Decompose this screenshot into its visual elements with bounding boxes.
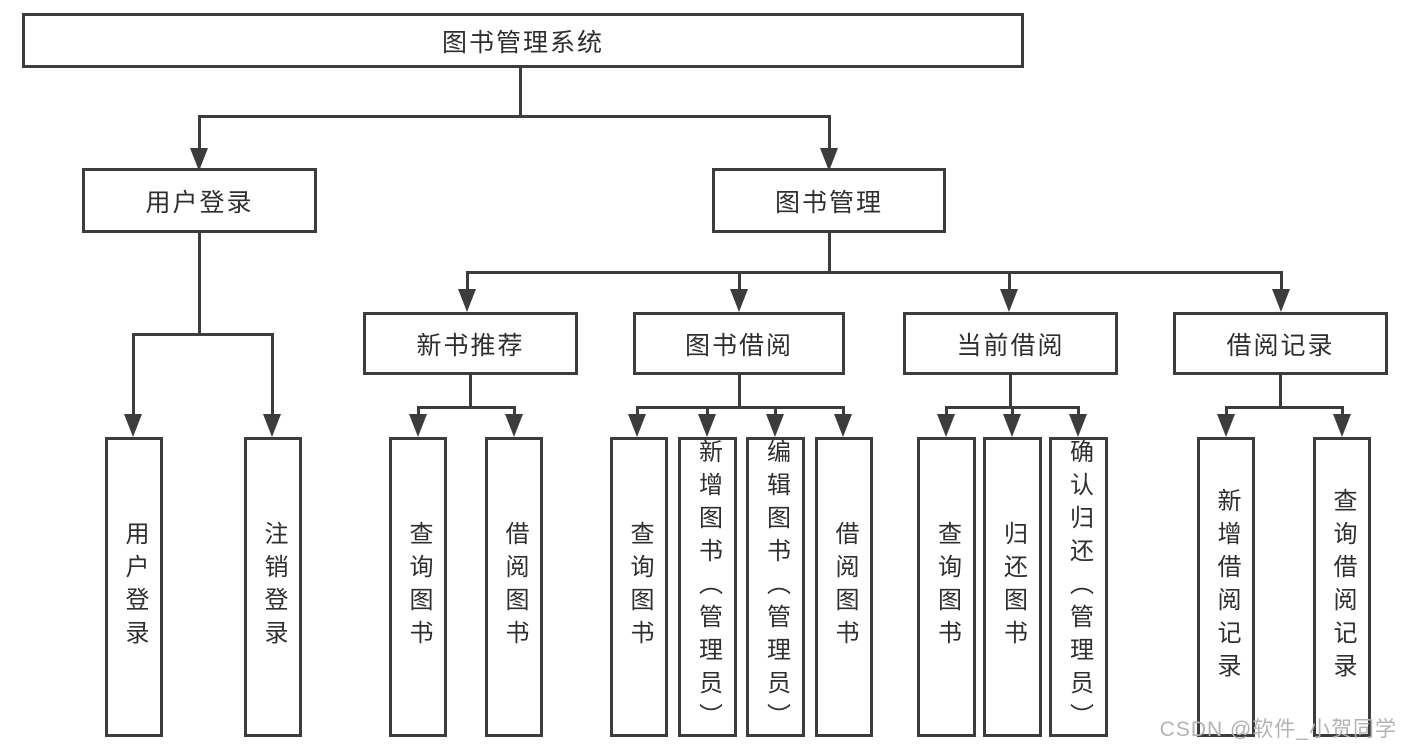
connector-line	[1225, 406, 1228, 416]
connector-line	[636, 406, 845, 409]
node-root: 图书管理系统	[22, 13, 1024, 68]
node-new-book-recommend-label: 新书推荐	[416, 331, 525, 360]
connector-line	[466, 271, 1283, 274]
node-root-label: 图书管理系统	[441, 28, 604, 57]
node-book-management: 图书管理	[712, 168, 946, 233]
arrow-down-icon	[834, 414, 852, 437]
connector-line	[519, 68, 522, 117]
leaf-confirm-return-admin-label: 确认归还（管理员）	[1065, 438, 1093, 736]
arrow-down-icon	[505, 414, 523, 437]
connector-line	[738, 375, 741, 408]
leaf-user-login-label: 用户登录	[121, 521, 148, 653]
leaf-edit-book-admin: 编辑图书（管理员）	[746, 437, 805, 737]
csdn-watermark: CSDN @软件_小贺同学	[1159, 718, 1397, 741]
leaf-logout: 注销登录	[244, 437, 302, 737]
arrow-down-icon	[124, 414, 142, 437]
node-current-borrow-label: 当前借阅	[956, 331, 1065, 360]
node-book-management-label: 图书管理	[774, 188, 883, 217]
node-current-borrow: 当前借阅	[903, 312, 1118, 375]
leaf-logout-label: 注销登录	[260, 521, 287, 653]
connector-line	[513, 406, 516, 416]
leaf-recommend-borrow-book-label: 借阅图书	[501, 521, 528, 653]
connector-line	[271, 333, 274, 416]
leaf-add-borrow-record: 新增借阅记录	[1197, 437, 1255, 737]
arrow-down-icon	[628, 414, 646, 437]
arrow-down-icon	[1272, 289, 1290, 312]
connector-line	[706, 406, 709, 416]
node-borrow-records: 借阅记录	[1173, 312, 1388, 375]
leaf-borrow-book: 借阅图书	[815, 437, 873, 737]
leaf-return-book-label: 归还图书	[999, 521, 1027, 653]
connector-line	[945, 406, 948, 416]
connector-line	[198, 115, 201, 151]
node-borrow-records-label: 借阅记录	[1226, 331, 1335, 360]
connector-line	[469, 375, 472, 408]
leaf-current-query-book: 查询图书	[917, 437, 976, 737]
arrow-down-icon	[1000, 289, 1018, 312]
connector-line	[1225, 406, 1344, 409]
node-new-book-recommend: 新书推荐	[363, 312, 578, 375]
leaf-current-query-book-label: 查询图书	[933, 521, 961, 653]
connector-line	[828, 115, 831, 151]
connector-line	[774, 406, 777, 416]
connector-line	[1008, 271, 1011, 291]
leaf-recommend-query-book: 查询图书	[389, 437, 447, 737]
leaf-recommend-borrow-book: 借阅图书	[485, 437, 543, 737]
arrow-down-icon	[1003, 414, 1021, 437]
connector-line	[738, 271, 741, 291]
connector-line	[842, 406, 845, 416]
connector-line	[1011, 406, 1014, 416]
connector-line	[466, 271, 469, 291]
node-user-login: 用户登录	[82, 168, 317, 233]
leaf-user-login: 用户登录	[105, 437, 163, 737]
connector-line	[636, 406, 639, 416]
arrow-down-icon	[730, 289, 748, 312]
arrow-down-icon	[937, 414, 955, 437]
leaf-query-borrow-record-label: 查询借阅记录	[1329, 488, 1356, 686]
leaf-query-borrow-record: 查询借阅记录	[1313, 437, 1371, 737]
leaf-add-borrow-record-label: 新增借阅记录	[1213, 488, 1240, 686]
connector-line	[198, 115, 831, 118]
node-user-login-label: 用户登录	[145, 188, 254, 217]
arrow-down-icon	[698, 414, 716, 437]
connector-line	[417, 406, 516, 409]
arrow-down-icon	[409, 414, 427, 437]
arrow-down-icon	[1217, 414, 1235, 437]
leaf-borrow-query-book: 查询图书	[610, 437, 668, 737]
connector-line	[417, 406, 420, 416]
leaf-edit-book-admin-label: 编辑图书（管理员）	[762, 438, 790, 736]
arrow-down-icon	[458, 289, 476, 312]
connector-line	[132, 333, 135, 416]
leaf-confirm-return-admin: 确认归还（管理员）	[1049, 437, 1108, 737]
connector-line	[1341, 406, 1344, 416]
connector-line	[1009, 375, 1012, 408]
arrow-down-icon	[190, 148, 208, 171]
leaf-borrow-query-book-label: 查询图书	[626, 521, 653, 653]
arrow-down-icon	[263, 414, 281, 437]
node-book-borrow-label: 图书借阅	[684, 331, 793, 360]
arrow-down-icon	[820, 148, 838, 171]
arrow-down-icon	[1333, 414, 1351, 437]
leaf-return-book: 归还图书	[983, 437, 1042, 737]
node-book-borrow: 图书借阅	[633, 312, 845, 375]
leaf-add-book-admin: 新增图书（管理员）	[678, 437, 737, 737]
connector-line	[1280, 271, 1283, 291]
leaf-recommend-query-book-label: 查询图书	[405, 521, 432, 653]
connector-line	[132, 333, 274, 336]
connector-line	[198, 233, 201, 335]
arrow-down-icon	[766, 414, 784, 437]
connector-line	[1279, 375, 1282, 408]
leaf-add-book-admin-label: 新增图书（管理员）	[694, 438, 722, 736]
connector-line	[1077, 406, 1080, 416]
connector-line	[828, 233, 831, 273]
leaf-borrow-book-label: 借阅图书	[831, 521, 858, 653]
arrow-down-icon	[1069, 414, 1087, 437]
